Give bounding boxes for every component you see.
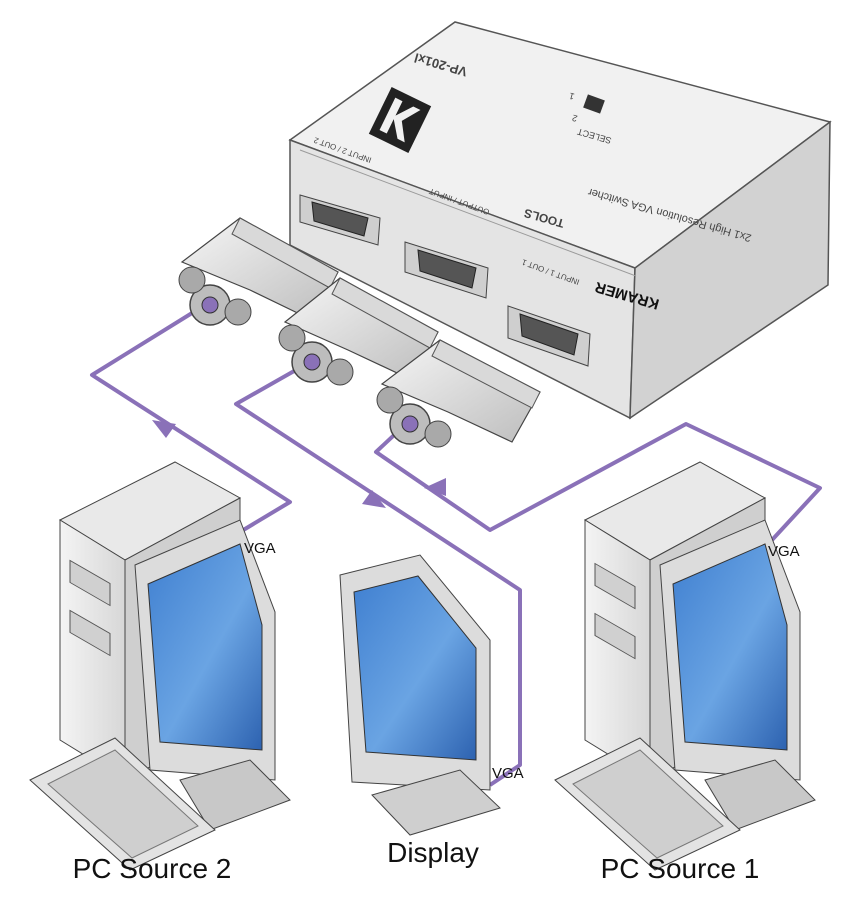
vga-port-input2[interactable] xyxy=(299,194,381,246)
arrow-source1-icon xyxy=(424,478,446,496)
vga-switcher-device: VP-201xl 2x1 High Resolution VGA Switche… xyxy=(288,21,832,420)
vga-label-source2: VGA xyxy=(244,540,276,557)
vga-cables xyxy=(90,303,822,787)
pc-source2-icon xyxy=(29,461,291,871)
caption-pc-source1: PC Source 1 xyxy=(601,853,760,884)
display-monitor-icon xyxy=(339,554,501,836)
select-switch-icon[interactable]: 1 2 xyxy=(568,91,605,124)
cable-source2 xyxy=(90,303,292,534)
pc-source1-icon xyxy=(554,461,816,871)
cable-display xyxy=(234,360,522,787)
kramer-logo-icon xyxy=(368,86,432,154)
caption-display: Display xyxy=(387,837,479,868)
select-option-1: 1 xyxy=(568,91,576,102)
vga-plug-3-icon xyxy=(376,339,541,448)
select-option-2: 2 xyxy=(571,113,579,124)
cable-source1 xyxy=(374,420,822,542)
caption-pc-source2: PC Source 2 xyxy=(73,853,232,884)
vga-label-display: VGA xyxy=(492,765,524,782)
arrow-source2-icon xyxy=(152,420,176,438)
arrow-display-icon xyxy=(362,490,386,508)
vga-label-source1: VGA xyxy=(768,543,800,560)
signal-arrows xyxy=(152,420,446,508)
vga-port-output[interactable] xyxy=(404,241,489,299)
vga-plug-1-icon xyxy=(178,217,339,326)
vga-port-input1[interactable] xyxy=(507,305,591,367)
vga-plug-2-icon xyxy=(278,277,439,386)
device-side-face xyxy=(629,120,831,420)
